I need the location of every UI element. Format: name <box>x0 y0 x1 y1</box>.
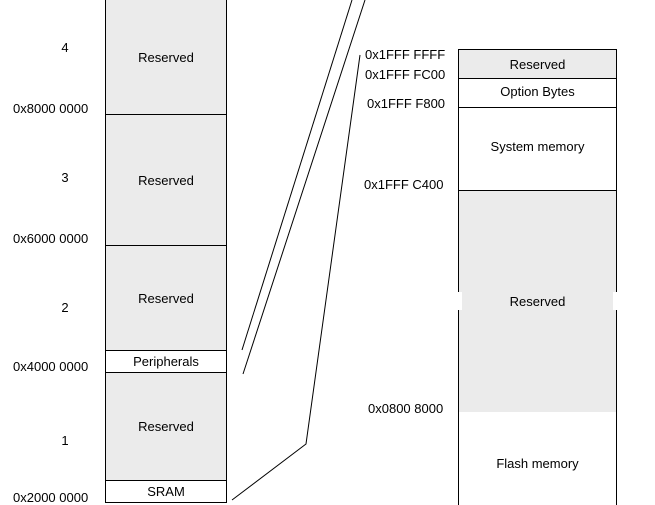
block-label: Option Bytes <box>500 84 575 99</box>
divider <box>458 107 617 108</box>
left-block-reserved-4: Reserved <box>105 0 227 114</box>
address-label: 0x0800 8000 <box>368 401 444 416</box>
divider <box>105 372 227 373</box>
divider <box>458 49 617 50</box>
right-block-reserved-middle: Reserved <box>458 191 617 412</box>
divider <box>458 78 617 79</box>
divider <box>105 480 227 481</box>
block-label: Reserved <box>509 294 566 309</box>
address-label: 0x4000 0000 <box>13 359 89 374</box>
left-block-peripherals: Peripherals <box>105 351 227 372</box>
block-label: Reserved <box>138 49 194 65</box>
block-label: Reserved <box>138 419 194 434</box>
left-block-sram: SRAM <box>105 481 227 502</box>
block-label: SRAM <box>147 484 185 499</box>
address-label: 0x1FFF C400 <box>364 177 444 192</box>
left-block-reserved-3: Reserved <box>105 115 227 245</box>
address-label: 0x1FFF F800 <box>367 96 446 111</box>
region-number: 2 <box>61 300 69 315</box>
block-label: Reserved <box>138 172 194 188</box>
divider <box>105 350 227 351</box>
block-label: Flash memory <box>496 456 579 471</box>
divider <box>105 245 227 246</box>
break-mark-left <box>455 292 462 310</box>
right-block-reserved-top: Reserved <box>458 50 617 78</box>
left-block-reserved-2: Reserved <box>105 246 227 350</box>
right-block-option-bytes: Option Bytes <box>458 79 617 107</box>
left-block-reserved-1: Reserved <box>105 373 227 480</box>
divider <box>458 190 617 191</box>
block-label: Peripherals <box>133 354 199 369</box>
address-label: 0x2000 0000 <box>13 490 89 505</box>
break-mark-right <box>613 292 620 310</box>
divider <box>105 502 227 503</box>
block-label: System memory <box>490 139 585 154</box>
address-label: 0x1FFF FFFF <box>365 47 446 62</box>
region-number: 4 <box>61 40 69 55</box>
address-label: 0x6000 0000 <box>13 231 89 246</box>
region-number: 1 <box>61 433 69 448</box>
block-label: Reserved <box>138 290 194 306</box>
address-label: 0x8000 0000 <box>13 101 89 116</box>
divider <box>105 114 227 115</box>
address-label: 0x1FFF FC00 <box>365 67 446 82</box>
region-number: 3 <box>61 170 69 185</box>
right-block-system-memory: System memory <box>458 108 617 190</box>
right-block-flash-memory: Flash memory <box>458 412 617 505</box>
block-label: Reserved <box>509 56 566 72</box>
